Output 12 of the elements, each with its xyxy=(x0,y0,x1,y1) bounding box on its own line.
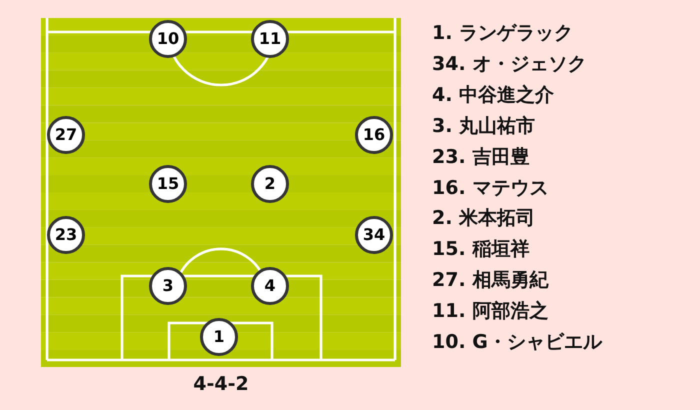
roster-entry: 15. 稲垣祥 xyxy=(432,237,530,262)
roster-entry: 34. オ・ジェソク xyxy=(432,52,586,76)
roster-entry: 1. ランゲラック xyxy=(432,21,574,45)
roster-entry: 2. 米本拓司 xyxy=(432,206,536,230)
formation-label: 4-4-2 xyxy=(192,372,250,396)
roster-entry: 23. 吉田豊 xyxy=(432,144,530,169)
roster-entry: 10. G・シャビエル xyxy=(432,330,602,354)
roster-entry: 11. 阿部浩之 xyxy=(432,299,548,324)
roster-entry: 16. マテウス xyxy=(432,176,548,200)
roster-entry: 3. 丸山祐市 xyxy=(432,114,536,138)
roster-entry: 4. 中谷進之介 xyxy=(432,82,554,107)
roster-entry: 27. 相馬勇紀 xyxy=(432,268,548,292)
